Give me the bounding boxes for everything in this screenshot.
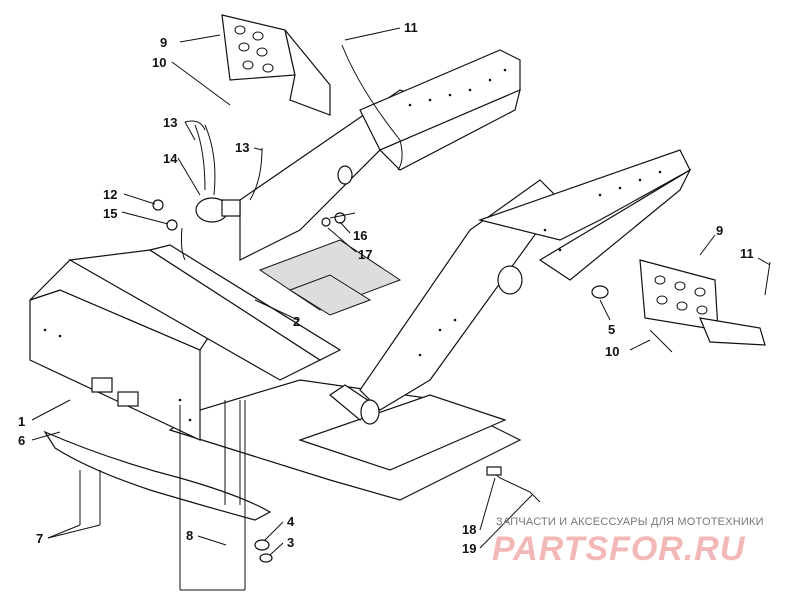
watermark-caption: ЗАПЧАСТИ И АКСЕССУАРЫ ДЛЯ МОТОТЕХНИКИ <box>496 516 764 528</box>
clamp-12 <box>152 199 164 211</box>
callout-5: 5 <box>608 322 615 337</box>
callout-10-right: 10 <box>605 344 619 359</box>
callout-10-top: 10 <box>152 55 166 70</box>
hose-4 <box>180 227 186 261</box>
watermark: ЗАПЧАСТИ И АКСЕССУАРЫ ДЛЯ МОТОТЕХНИКИ PA… <box>492 516 764 568</box>
callout-11-top: 11 <box>404 20 418 35</box>
callout-7: 7 <box>36 531 43 546</box>
pump-cap <box>221 199 241 217</box>
bulkhead-slot-1 <box>91 377 113 393</box>
leader-lines <box>31 27 771 591</box>
callout-19: 19 <box>462 541 476 556</box>
callout-18: 18 <box>462 522 476 537</box>
callout-14: 14 <box>163 151 178 166</box>
cable-11-right <box>764 261 771 296</box>
grommet-3 <box>259 553 273 563</box>
left-rail-hole <box>337 165 353 185</box>
right-arm-lower <box>538 168 692 281</box>
bolt-10-right <box>649 329 673 353</box>
tunnel-floor-plate <box>298 394 507 471</box>
callout-16: 16 <box>353 228 367 243</box>
callout-labels: 9 10 11 13 13 14 12 15 16 17 2 9 11 5 10… <box>18 20 754 556</box>
cap-5 <box>591 285 609 299</box>
clamp-15 <box>166 219 178 231</box>
shaft-bore <box>360 399 380 425</box>
rail-hole <box>497 265 523 295</box>
callout-4: 4 <box>287 514 295 529</box>
callout-9-top: 9 <box>160 35 167 50</box>
callout-12: 12 <box>103 187 117 202</box>
hose-3 <box>249 147 263 201</box>
footrest-right <box>639 259 766 346</box>
callout-9-right: 9 <box>716 223 723 238</box>
callout-13-left: 13 <box>163 115 177 130</box>
callout-13-right: 13 <box>235 140 249 155</box>
fuel-pump-assembly <box>152 124 263 261</box>
callout-8: 8 <box>186 528 193 543</box>
footrest-left <box>221 14 331 116</box>
callout-6: 6 <box>18 433 25 448</box>
washer-17 <box>321 217 331 227</box>
hose-2 <box>204 124 216 196</box>
watermark-logo: PARTSFOR.RU <box>492 530 746 568</box>
skid-plate <box>43 430 272 521</box>
bulkhead-slot-2 <box>117 391 139 407</box>
right-rear-arm <box>477 149 691 241</box>
callout-11-right: 11 <box>740 246 754 261</box>
cable-11-left <box>341 44 403 171</box>
left-arm-lower <box>378 88 521 171</box>
bracket-18 <box>486 466 502 476</box>
footrest-left-flange <box>284 29 331 116</box>
cross-rail <box>148 244 342 361</box>
callout-1: 1 <box>18 414 25 429</box>
callout-3: 3 <box>287 535 294 550</box>
callout-15: 15 <box>103 206 117 221</box>
callout-2: 2 <box>293 314 300 329</box>
skid-plate-body <box>43 430 272 521</box>
nut-16 <box>334 212 346 224</box>
hardware-16-17 <box>321 212 356 227</box>
chassis-frame <box>29 49 692 501</box>
footrest-left-plate <box>221 14 296 81</box>
grommet-4 <box>254 539 270 551</box>
callout-17: 17 <box>358 247 372 262</box>
hose-1 <box>194 124 206 191</box>
rivets <box>43 68 662 422</box>
footrest-right-flange <box>699 317 766 346</box>
inner-pan-well <box>288 274 372 316</box>
